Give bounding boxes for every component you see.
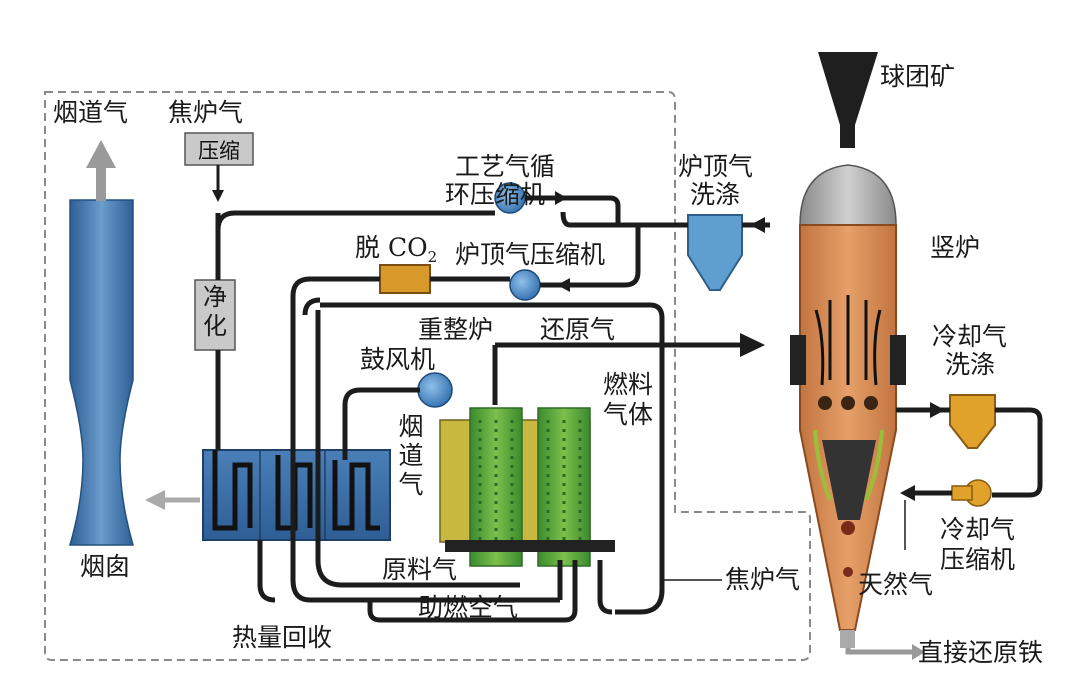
label-cooling-gas-compressor-1: 冷却气 — [940, 515, 1016, 544]
arrow-reducing-gas — [740, 333, 765, 357]
arrow-process-gas — [555, 191, 567, 205]
label-compress: 压缩 — [198, 139, 240, 163]
label-pellet-ore: 球团矿 — [880, 62, 956, 91]
label-coke-oven-gas-bottom: 焦炉气 — [725, 565, 801, 594]
label-chimney: 烟囱 — [80, 552, 131, 581]
reformer — [439, 407, 615, 567]
arrow-top-gas-compressor — [557, 278, 570, 292]
arrow-cooling-return — [900, 485, 915, 501]
label-top-gas-scrub-1: 炉顶气 — [678, 152, 754, 181]
label-blower: 鼓风机 — [360, 345, 436, 374]
pipe-network — [215, 195, 1043, 623]
blower — [417, 372, 453, 408]
arrow-dri — [912, 644, 925, 660]
label-cooling-gas-compressor-2: 压缩机 — [940, 545, 1016, 574]
cooling-gas-scrubber — [949, 394, 996, 449]
label-top-gas-compressor: 炉顶气压缩机 — [455, 240, 606, 269]
purify-box — [194, 279, 236, 351]
label-shaft-furnace: 竖炉 — [930, 233, 981, 262]
shaft-furnace — [790, 52, 906, 648]
label-top-gas-scrub-2: 洗涤 — [690, 180, 741, 209]
arrow-top-gas-to-scrubber — [750, 217, 765, 233]
heat-exchanger — [145, 449, 391, 541]
label-process-gas-compressor-1: 工艺气循 — [455, 152, 556, 181]
label-coke-oven-gas-top: 焦炉气 — [168, 98, 244, 127]
arrow-compress-down — [212, 190, 224, 202]
label-flue-gas-vertical: 烟道气 — [398, 412, 424, 499]
co2-removal-unit — [379, 264, 431, 294]
dri-outlet-pipe — [845, 648, 915, 655]
label-remove-co2: 脱 CO2 — [355, 233, 438, 266]
label-purify: 净化 — [203, 283, 227, 340]
label-natural-gas: 天然气 — [858, 570, 934, 599]
chimney — [69, 140, 134, 546]
top-gas-compressor — [509, 269, 541, 301]
label-reducing-gas: 还原气 — [540, 315, 616, 344]
label-reformer: 重整炉 — [418, 315, 494, 344]
label-cooling-gas-scrub-2: 洗涤 — [945, 350, 996, 379]
thin-lines — [662, 500, 906, 581]
label-fuel-gas-1: 燃料 — [603, 370, 654, 399]
label-flue-gas: 烟道气 — [53, 98, 129, 127]
label-combustion-air: 助燃空气 — [418, 593, 519, 622]
top-gas-scrubber — [687, 214, 743, 291]
label-process-gas-compressor-2: 环压缩机 — [445, 180, 546, 209]
arrow-cooling-gas — [930, 402, 945, 418]
label-fuel-gas-2: 气体 — [603, 400, 654, 429]
label-dri: 直接还原铁 — [918, 638, 1044, 667]
label-heat-recovery: 热量回收 — [232, 623, 333, 652]
label-cooling-gas-scrub-1: 冷却气 — [932, 322, 1008, 351]
dashed-boundary-main — [44, 91, 811, 661]
label-feed-gas: 原料气 — [382, 555, 458, 584]
